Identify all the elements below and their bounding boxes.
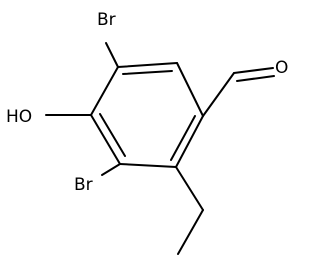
bond-aldehyde-c-o <box>233 67 274 74</box>
ring-bond-c3-c4-inner <box>170 115 196 161</box>
bond-c4-ethyl-ch2 <box>175 166 204 211</box>
benzene-ring <box>90 62 204 168</box>
molecule-structure: Br HO Br O <box>6 10 288 255</box>
ring-bond-c5-c6 <box>90 114 121 165</box>
ring-bond-c6-c1 <box>90 66 119 116</box>
carbonyl-oxygen-label: O <box>275 58 288 78</box>
ring-bond-c3-c4 <box>175 115 204 168</box>
bromine-top-label: Br <box>97 10 116 30</box>
hydroxyl-label: HO <box>6 107 32 127</box>
ring-bond-c1-c2-inner <box>122 70 173 75</box>
bond-c1-br-top <box>105 42 119 68</box>
ring-bond-c5-c6-inner <box>99 113 126 157</box>
bond-c3-cho <box>202 72 235 117</box>
ring-bond-c2-c3 <box>176 62 204 117</box>
bond-c5-br-bottom <box>101 163 121 176</box>
ring-bond-c4-c5 <box>119 163 177 168</box>
ring-bond-c1-c2 <box>117 62 178 68</box>
bromine-bottom-label: Br <box>74 175 93 195</box>
bond-ethyl-ch2-ch3 <box>177 209 204 255</box>
bond-aldehyde-c-o-double <box>236 75 275 82</box>
